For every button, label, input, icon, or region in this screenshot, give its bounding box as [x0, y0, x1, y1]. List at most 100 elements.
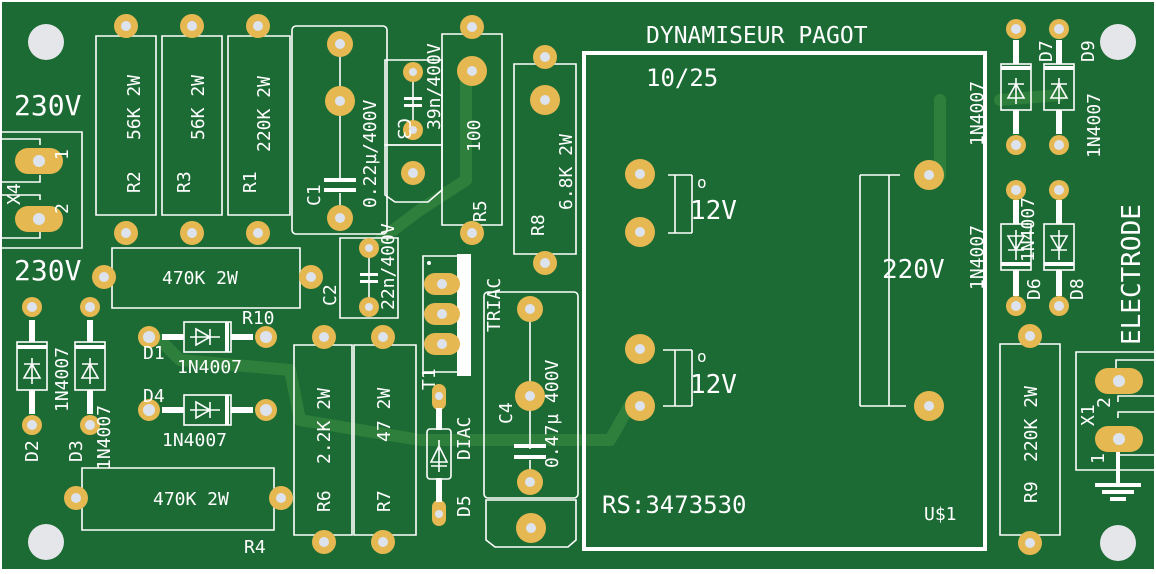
d6-drill-1	[1011, 185, 1021, 195]
capacitor-c4[interactable]: 0.47µ 400V C4	[483, 291, 579, 548]
c4-outline	[483, 291, 579, 499]
r6-name: R6	[314, 490, 335, 512]
resistor-r3[interactable]: 56K 2W R3	[161, 14, 223, 245]
d7-body	[1000, 63, 1032, 111]
c1-name: C1	[304, 184, 325, 206]
d1-lead-1	[162, 334, 184, 340]
resistor-r4[interactable]: 470K 2W R4	[64, 467, 293, 558]
resistor-r9[interactable]: 220K 2W R9	[999, 324, 1061, 555]
c1-plate-1	[324, 178, 356, 182]
triac-t1[interactable]: T1 TRIAC	[419, 254, 505, 390]
d5-drill-1	[435, 392, 443, 400]
u1-label-220v: 220V	[882, 255, 945, 285]
d2-drill-2	[27, 420, 37, 430]
d9-lead-2	[1056, 110, 1062, 134]
d3-cathode-band	[75, 345, 105, 349]
x4-name: X4	[4, 183, 25, 205]
r7-drill-2	[378, 537, 388, 547]
d3-diode-symbol-icon	[80, 358, 100, 384]
u1-winding-12v-top-icon	[668, 174, 693, 234]
d4-drill-1	[143, 404, 155, 416]
d3-value: 1N4007	[94, 405, 115, 470]
capacitor-c3[interactable]: 39n/400V C3	[384, 43, 445, 203]
c4-drill-1	[525, 304, 535, 314]
r4-outline	[81, 467, 275, 531]
x4-drill-1	[33, 155, 45, 167]
d8-lead-1	[1056, 200, 1062, 224]
ground-bar-2	[1102, 490, 1134, 494]
u1-name: U$1	[924, 504, 957, 525]
r5-outline	[441, 33, 503, 226]
x1-name: X1	[1078, 404, 1099, 426]
r4-drill-2	[276, 493, 286, 503]
resistor-r7[interactable]: 47 2W R7	[353, 325, 417, 554]
ground-bar-1	[1095, 483, 1141, 487]
r6-value: 2.2K 2W	[314, 388, 335, 464]
trace-main	[154, 334, 636, 446]
d8-lead-2	[1056, 270, 1062, 296]
diode-d1[interactable]: D1 1N4007	[138, 321, 277, 378]
r6-drill-1	[319, 332, 329, 342]
resistor-r10[interactable]: 470K 2W R10	[92, 247, 323, 329]
c1-drill-3	[335, 213, 345, 223]
diode-d8[interactable]: D8	[1043, 180, 1088, 316]
resistor-r8[interactable]: 6.8K 2W R8	[513, 45, 577, 275]
d9-drill-1	[1054, 24, 1064, 34]
resistor-r1[interactable]: 220K 2W R1	[227, 14, 291, 245]
t1-pin1-dot	[427, 261, 431, 265]
u1-winding-12v-bottom-icon	[663, 349, 693, 407]
u1-drill-12v-a1	[635, 169, 645, 179]
x1-pin2-label: 2	[1094, 397, 1115, 408]
r9-name: R9	[1021, 481, 1042, 503]
r8-value: 6.8K 2W	[556, 134, 577, 210]
r1-name: R1	[240, 171, 261, 193]
c1-outline	[291, 25, 388, 235]
c2-plate-2	[360, 280, 378, 283]
d5-value: DIAC	[454, 417, 475, 460]
d3-name: D3	[66, 440, 87, 462]
d1-cathode-band	[225, 322, 229, 352]
d7-lead-1	[1013, 40, 1019, 64]
d2-lead-1	[29, 320, 35, 342]
c4-drill-3	[525, 477, 535, 487]
d8-name: D8	[1067, 278, 1088, 300]
r4-drill-1	[71, 493, 81, 503]
transformer-u1[interactable]: DYNAMISEUR PAGOT 10/25 o 12V o 12V 220V …	[582, 23, 987, 551]
d4-name: D4	[143, 386, 165, 407]
x4-terminal-marks	[2, 138, 41, 239]
d4-cathode-band	[225, 395, 229, 425]
capacitor-c1[interactable]: 0.22µ/400V C1	[291, 25, 388, 235]
r3-drill-1	[187, 21, 197, 31]
d3-lead-1	[87, 320, 93, 342]
t1-drill-1	[437, 279, 447, 289]
d9-value: 1N4007	[1084, 93, 1105, 158]
connector-x1[interactable]: 2 X1 1	[1075, 351, 1154, 501]
capacitor-c2[interactable]: 22n/400V C2	[320, 223, 399, 319]
d5-drill-2	[435, 510, 443, 518]
u1-winding-220v-icon	[859, 174, 906, 407]
r5-drill-1	[467, 22, 477, 32]
diode-d4[interactable]: D4 1N4007	[138, 386, 277, 451]
diode-d7[interactable]: D7 1N4007	[967, 19, 1057, 155]
c4-plate-2	[514, 455, 546, 459]
d3-drill-2	[85, 420, 95, 430]
c2-value: 22n/400V	[378, 223, 399, 310]
diode-d5[interactable]: DIAC D5	[426, 384, 475, 526]
diode-d6[interactable]: D6 1N4007 1N4007	[967, 180, 1045, 316]
c3-drill-1	[409, 68, 417, 76]
x4-drill-2	[33, 213, 45, 225]
diode-d3[interactable]: D3 1N4007	[66, 297, 115, 470]
diode-d9[interactable]: D9 1N4007	[1043, 19, 1105, 158]
r8-name: R8	[528, 214, 549, 236]
diode-d2[interactable]: D2 1N4007	[16, 297, 73, 462]
connector-x4[interactable]: 1 2 X4 230V 230V	[2, 89, 83, 287]
c4-drill-4	[526, 523, 536, 533]
label-230v-top: 230V	[14, 89, 82, 122]
d8-cathode-band	[1044, 262, 1074, 266]
d6-lead-1	[1013, 200, 1019, 224]
resistor-r6[interactable]: 2.2K 2W R6	[293, 325, 353, 554]
x1-terminal-marks	[1115, 359, 1154, 456]
r10-drill-2	[306, 272, 316, 282]
resistor-r2[interactable]: 56K 2W R2	[95, 14, 157, 245]
resistor-r5[interactable]: 100 R5	[441, 15, 503, 245]
